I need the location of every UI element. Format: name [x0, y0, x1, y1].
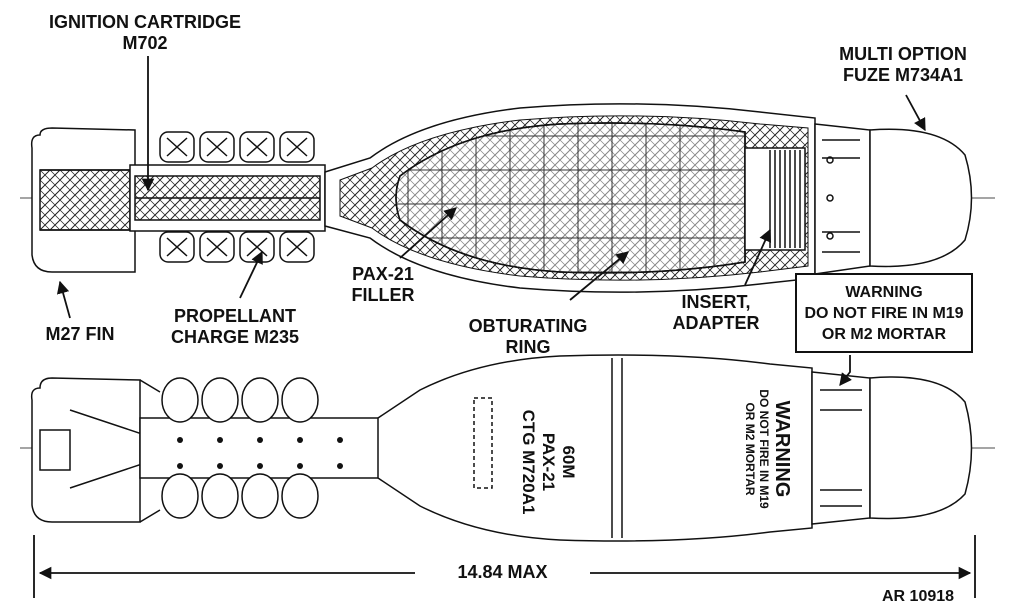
- cutaway-view: [20, 103, 995, 293]
- fuze-label-line2: FUZE M734A1: [842, 65, 964, 85]
- warning-leader: [839, 355, 852, 386]
- propellant-increments-bottom: [159, 231, 315, 263]
- warning-box-line3: OR M2 MORTAR: [821, 325, 947, 343]
- filler-label: PAX-21 FILLER: [333, 264, 433, 306]
- fuze-label: MULTI OPTION FUZE M734A1: [818, 44, 988, 86]
- insert-label: INSERT, ADAPTER: [660, 292, 772, 334]
- insert-leader: [744, 228, 772, 286]
- leader-lines: [56, 56, 926, 386]
- insert-label-line2: ADAPTER: [672, 313, 760, 333]
- filler-label-line1: PAX-21: [352, 264, 414, 284]
- ignition-cartridge-label: IGNITION CARTRIDGE M702: [20, 12, 270, 54]
- fin-assembly: [30, 127, 136, 273]
- propellant-label-line1: PROPELLANT: [173, 306, 296, 326]
- body-marking: 60M PAX-21 CTG M720A1: [518, 392, 578, 532]
- obturating-label: OBTURATING RING: [448, 316, 608, 358]
- body-warning-line2: OR M2 MORTAR: [743, 402, 757, 496]
- figure-id-text: AR 10918: [882, 588, 955, 605]
- figure-id: AR 10918: [882, 586, 992, 607]
- propellant-leader: [239, 250, 263, 299]
- dimension-label: 14.84 MAX: [415, 562, 590, 583]
- warning-box: WARNING DO NOT FIRE IN M19 OR M2 MORTAR: [795, 273, 973, 353]
- ignition-label-line1: IGNITION CARTRIDGE: [49, 12, 241, 32]
- fuze-exterior: [811, 371, 871, 525]
- body-warning-title: WARNING: [771, 400, 793, 498]
- fin-exterior: [30, 377, 141, 523]
- marking-panel: [473, 397, 493, 489]
- propellant-label: PROPELLANT CHARGE M235: [150, 306, 320, 348]
- body-warning: WARNING DO NOT FIRE IN M19 OR M2 MORTAR: [743, 369, 793, 529]
- propellant-label-line2: CHARGE M235: [170, 327, 300, 347]
- dimension-label-text: 14.84 MAX: [457, 562, 548, 582]
- fin-label: M27 FIN: [30, 324, 130, 345]
- warning-box-line1: WARNING: [845, 283, 923, 301]
- exterior-view: [20, 354, 995, 542]
- warning-box-line2: DO NOT FIRE IN M19: [804, 304, 964, 322]
- ignition-label-line2: M702: [122, 33, 168, 53]
- body-exterior: [377, 354, 813, 542]
- dimension-line: [33, 535, 976, 598]
- filler-label-line2: FILLER: [351, 285, 415, 305]
- fuze-label-line1: MULTI OPTION: [839, 44, 967, 64]
- increments-exterior: [161, 377, 319, 519]
- body-warning-line1: DO NOT FIRE IN M19: [757, 389, 771, 509]
- fuze-leader: [905, 94, 926, 132]
- insert-label-line1: INSERT,: [681, 292, 751, 312]
- fuze: [814, 123, 973, 275]
- propellant-increments-top: [159, 131, 315, 163]
- obturating-label-line1: OBTURATING: [468, 316, 588, 336]
- obturating-label-line2: RING: [505, 337, 551, 357]
- fin-label-text: M27 FIN: [45, 324, 115, 344]
- obturating-leader: [569, 251, 629, 301]
- body-marking-line2: PAX-21: [539, 432, 558, 492]
- body-marking-line1: 60M: [559, 445, 578, 479]
- body-marking-line3: CTG M720A1: [519, 409, 538, 515]
- fin-leader: [56, 280, 71, 319]
- filler-leader: [399, 207, 457, 259]
